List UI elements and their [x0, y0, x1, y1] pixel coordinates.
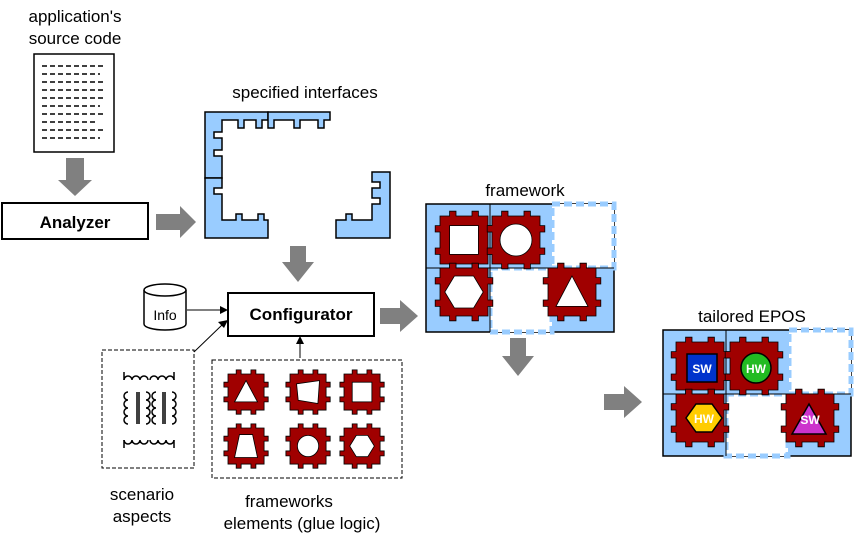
arrow-configurator-to-framework	[380, 300, 418, 332]
info-database: Info	[143, 283, 187, 331]
glue-element-trapezoid-2	[223, 423, 269, 469]
arrow-scenario-to-configurator	[193, 324, 223, 353]
framework-label: framework	[485, 181, 565, 200]
arrowhead-scenario	[218, 320, 228, 328]
specified-interfaces-label: specified interfaces	[232, 83, 378, 102]
glue-element-trapezoid	[285, 369, 331, 415]
tailored-epos-assembly: SW HW HW SW	[662, 327, 854, 459]
arrow-source-to-analyzer	[58, 158, 92, 196]
scenario-aspects-box	[101, 349, 195, 469]
source-code-label-2: source code	[29, 29, 122, 48]
glue-logic-elements	[223, 369, 385, 469]
info-label: Info	[153, 307, 177, 323]
hw-component-circle	[740, 352, 772, 384]
hw-component-circle-label: HW	[746, 362, 767, 376]
arrow-analyzer-to-interfaces	[156, 206, 196, 238]
framework-elements-label-1: frameworks	[245, 492, 333, 511]
framework-piece-hexagon	[434, 262, 494, 322]
framework-elements-label-2: elements (glue logic)	[224, 514, 381, 533]
arrowhead-info	[220, 306, 228, 314]
hw-component-hexagon-label: HW	[694, 412, 715, 426]
transformer-icon	[123, 372, 177, 448]
configurator-box: Configurator	[227, 292, 375, 337]
sw-component-square-label: SW	[692, 362, 712, 376]
glue-element-circle	[285, 423, 331, 469]
arrow-to-tailored-epos	[604, 386, 642, 418]
configurator-label: Configurator	[250, 305, 353, 324]
framework-assembly	[425, 201, 617, 335]
source-code-document	[33, 53, 115, 153]
arrow-framework-down	[502, 338, 534, 376]
framework-piece-square	[434, 210, 494, 270]
specified-interfaces-shapes	[204, 111, 391, 239]
glue-element-square	[339, 369, 385, 415]
sw-component-square	[686, 353, 718, 383]
arrow-interfaces-to-configurator	[282, 246, 314, 282]
hw-component-hexagon	[685, 403, 723, 433]
arrowhead-elements	[296, 336, 304, 344]
tailored-epos-label: tailored EPOS	[698, 307, 806, 326]
source-code-label-1: application's	[28, 7, 121, 26]
glue-element-triangle	[223, 369, 269, 415]
glue-element-hexagon	[339, 423, 385, 469]
sw-component-triangle-label: SW	[800, 413, 820, 427]
framework-piece-circle	[486, 210, 546, 270]
analyzer-box: Analyzer	[1, 202, 149, 240]
analyzer-label: Analyzer	[40, 213, 111, 232]
scenario-label-2: aspects	[113, 507, 172, 526]
framework-piece-triangle	[542, 262, 602, 322]
scenario-label-1: scenario	[110, 485, 174, 504]
sw-component-triangle	[790, 402, 828, 435]
